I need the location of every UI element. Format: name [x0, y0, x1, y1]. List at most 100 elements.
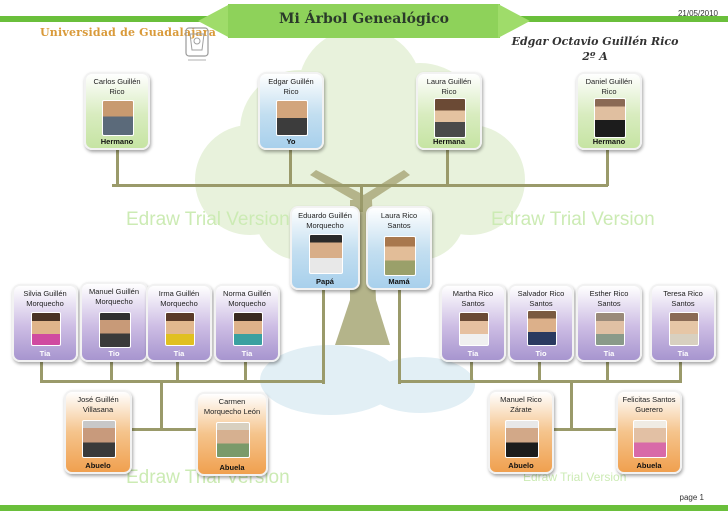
person-card-grandparent-3[interactable]: Manuel Rico Zárate Abuelo: [488, 390, 554, 474]
person-name: Carlos Guillén Rico: [93, 77, 141, 96]
person-name: Salvador Rico Santos: [517, 289, 565, 308]
person-role: Tia: [241, 349, 253, 358]
person-role: Abuelo: [85, 461, 111, 470]
person-photo: [216, 422, 250, 458]
person-role: Abuela: [636, 461, 662, 470]
person-photo: [99, 312, 131, 348]
person-photo: [505, 420, 539, 458]
person-name: Laura Guillén Rico: [426, 77, 472, 96]
paternal-grandparents-stem: [160, 382, 163, 430]
sibling-drop-3: [446, 146, 449, 186]
person-card-grandparent-4[interactable]: Felicitas Santos Guerero Abuela: [616, 390, 682, 474]
person-card-paternal-2[interactable]: Manuel Guillén Morquecho Tio: [80, 282, 148, 362]
paternal-drop-3: [176, 358, 179, 382]
person-photo: [82, 420, 116, 458]
title-banner: [228, 4, 500, 38]
person-role: Hermano: [592, 137, 626, 146]
title-arrow-right: [498, 4, 530, 38]
person-photo: [434, 98, 466, 138]
person-photo: [165, 312, 195, 346]
person-card-grandparent-2[interactable]: Carmen Morquecho León Abuela: [196, 392, 268, 476]
watermark-1: Edraw Trial Version: [126, 209, 290, 230]
university-seal-icon: [185, 27, 209, 61]
paternal-drop-1: [40, 358, 43, 382]
person-photo: [233, 312, 263, 346]
date-label: 21/05/2010: [677, 9, 718, 18]
person-name: Felicitas Santos Guerero: [622, 395, 676, 414]
maternal-grandparents-stem: [570, 382, 573, 430]
father-line: [322, 286, 325, 384]
person-card-sibling-2[interactable]: Edgar Guillén Rico Yo: [258, 72, 324, 150]
header-bar-left: [0, 16, 210, 22]
person-card-paternal-1[interactable]: Silvia Guillén Morquecho Tia: [12, 284, 78, 362]
university-name: Universidad de Guadalajara: [40, 26, 217, 39]
person-card-maternal-4[interactable]: Teresa Rico Santos Tia: [650, 284, 716, 362]
person-photo: [459, 312, 489, 346]
person-role: Abuelo: [508, 461, 534, 470]
person-role: Hermana: [432, 137, 466, 146]
person-name: Eduardo Guillén Morquecho: [298, 211, 352, 230]
author-group: 2º A: [582, 50, 608, 63]
person-card-paternal-3[interactable]: Irma Guillén Morquecho Tia: [146, 284, 212, 362]
person-role: Tia: [467, 349, 479, 358]
watermark-4: Edraw Trial Version: [523, 470, 627, 484]
person-role: Tia: [677, 349, 689, 358]
person-card-maternal-2[interactable]: Salvador Rico Santos Tio: [508, 284, 574, 362]
title-arrow-left: [198, 4, 230, 38]
sibling-drop-2: [289, 146, 292, 186]
person-card-mother[interactable]: Laura Rico Santos Mamá: [366, 206, 432, 290]
person-name: Manuel Guillén Morquecho: [88, 287, 140, 306]
person-name: Silvia Guillén Morquecho: [23, 289, 67, 308]
person-role: Tia: [39, 349, 51, 358]
person-card-grandparent-1[interactable]: José Guillén Villasana Abuelo: [64, 390, 132, 474]
person-role: Yo: [286, 137, 296, 146]
maternal-drop-1: [470, 358, 473, 382]
person-photo: [527, 310, 557, 346]
maternal-drop-2: [538, 358, 541, 382]
sibling-drop-1: [116, 146, 119, 186]
person-name: Carmen Morquecho León: [203, 397, 261, 416]
person-name: Irma Guillén Morquecho: [158, 289, 200, 308]
parents-link: [360, 186, 363, 212]
maternal-drop-4: [679, 358, 682, 382]
watermark-2: Edraw Trial Version: [491, 209, 655, 230]
person-role: Papá: [316, 277, 334, 286]
paternal-drop-2: [110, 358, 113, 382]
person-role: Tia: [603, 349, 615, 358]
page-title: Mi Árbol Genealógico: [279, 11, 449, 27]
person-photo: [102, 100, 134, 136]
person-role: Tio: [108, 349, 120, 358]
person-card-father[interactable]: Eduardo Guillén Morquecho Papá: [290, 206, 360, 290]
person-name: Teresa Rico Santos: [663, 289, 703, 308]
maternal-drop-3: [606, 358, 609, 382]
paternal-bus: [40, 380, 324, 383]
person-photo: [31, 312, 61, 346]
paternal-grandparents-link: [128, 428, 196, 431]
person-name: Norma Guillén Morquecho: [223, 289, 271, 308]
person-card-sibling-4[interactable]: Daniel Guillén Rico Hermano: [576, 72, 642, 150]
mother-line: [398, 286, 401, 384]
person-card-paternal-4[interactable]: Norma Guillén Morquecho Tia: [214, 284, 280, 362]
person-card-sibling-3[interactable]: Laura Guillén Rico Hermana: [416, 72, 482, 150]
person-role: Tio: [535, 349, 547, 358]
person-name: José Guillén Villasana: [77, 395, 119, 414]
person-role: Abuela: [219, 463, 245, 472]
person-card-sibling-1[interactable]: Carlos Guillén Rico Hermano: [84, 72, 150, 150]
person-photo: [633, 420, 667, 458]
person-name: Laura Rico Santos: [380, 211, 418, 230]
person-name: Manuel Rico Zárate: [500, 395, 542, 414]
person-card-maternal-3[interactable]: Esther Rico Santos Tia: [576, 284, 642, 362]
person-name: Daniel Guillén Rico: [585, 77, 633, 96]
siblings-bus: [112, 184, 608, 187]
author-block: Edgar Octavio Guillén Rico 2º A: [480, 34, 710, 64]
person-role: Mamá: [388, 277, 410, 286]
sibling-drop-4: [606, 146, 609, 186]
person-name: Esther Rico Santos: [589, 289, 629, 308]
person-photo: [594, 98, 626, 138]
header-bar-right: [518, 16, 728, 22]
footer-bar: [0, 505, 728, 511]
person-photo: [309, 234, 343, 274]
person-role: Tia: [173, 349, 185, 358]
person-card-maternal-1[interactable]: Martha Rico Santos Tia: [440, 284, 506, 362]
author-name: Edgar Octavio Guillén Rico: [511, 35, 679, 48]
